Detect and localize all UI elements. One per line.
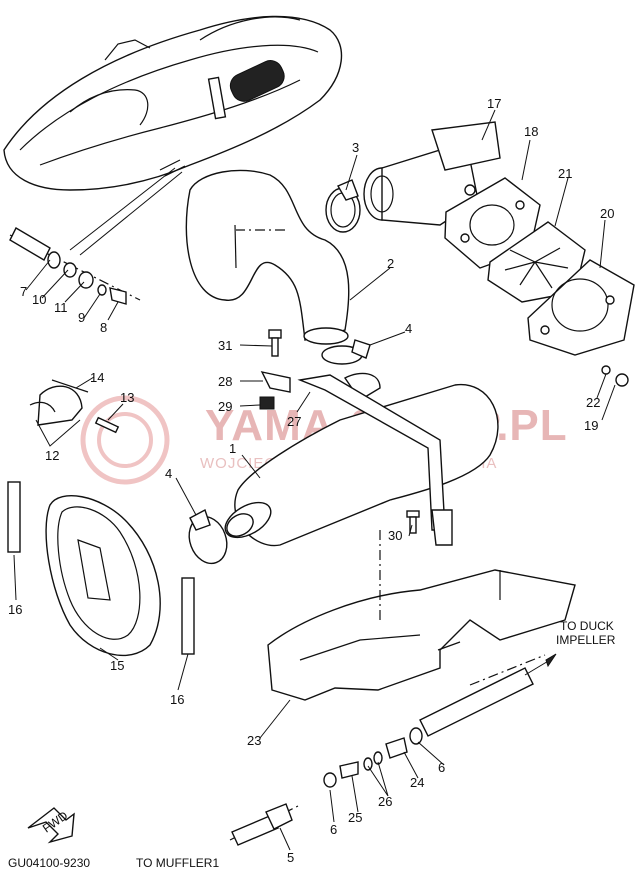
damper-16-left <box>7 481 21 553</box>
diagram-code: GU04100-9230 <box>8 856 90 870</box>
callout-13: 13 <box>120 390 134 405</box>
callout-6-left: 6 <box>330 822 337 837</box>
callout-26: 26 <box>378 794 392 809</box>
callout-1: 1 <box>229 441 236 456</box>
damper-29 <box>259 396 275 410</box>
callout-23: 23 <box>247 733 261 748</box>
muffler-1 <box>224 372 499 547</box>
callouts: 1 2 3 4 4 5 6 6 7 8 9 10 11 12 13 14 15 … <box>8 96 614 865</box>
callout-20: 20 <box>600 206 614 221</box>
drain-hose-assembly <box>9 227 141 305</box>
callout-28: 28 <box>218 374 232 389</box>
to-muffler-label: TO MUFFLER1 <box>136 856 219 870</box>
callout-6-right: 6 <box>438 760 445 775</box>
callout-4-upper: 4 <box>405 321 412 336</box>
callout-17: 17 <box>487 96 501 111</box>
washer-22 <box>601 365 611 375</box>
callout-14: 14 <box>90 370 104 385</box>
hose-clamp-4-upper <box>321 339 371 365</box>
water-hose-to-impeller <box>419 653 557 737</box>
callout-24: 24 <box>410 775 424 790</box>
clip-assembly <box>29 379 120 434</box>
callout-9: 9 <box>78 310 85 325</box>
callout-15: 15 <box>110 658 124 673</box>
callout-5: 5 <box>287 850 294 865</box>
water-hose-to-muffler <box>231 803 293 846</box>
damper-16-right <box>181 577 195 655</box>
bolt-19 <box>615 373 629 387</box>
impeller-label: IMPELLER <box>556 633 616 647</box>
callout-12: 12 <box>45 448 59 463</box>
callout-10: 10 <box>32 292 46 307</box>
callout-30: 30 <box>388 528 402 543</box>
callout-22: 22 <box>586 395 600 410</box>
callout-25: 25 <box>348 810 362 825</box>
callout-31: 31 <box>218 338 232 353</box>
callout-7: 7 <box>20 284 27 299</box>
callout-29: 29 <box>218 399 232 414</box>
bracket-28 <box>260 371 291 393</box>
callout-11: 11 <box>54 300 68 315</box>
callout-18: 18 <box>524 124 538 139</box>
leader-lines <box>13 109 616 851</box>
jet-ski-illustration <box>3 15 343 191</box>
flange-20 <box>527 259 635 356</box>
muffler-base-23 <box>267 569 576 701</box>
callout-3: 3 <box>352 140 359 155</box>
to-duck-label: TO DUCK <box>560 619 614 633</box>
exhaust-joint-17 <box>363 121 501 226</box>
fwd-arrow-icon: FWD <box>27 807 75 844</box>
callout-8: 8 <box>100 320 107 335</box>
callout-19: 19 <box>584 418 598 433</box>
callout-16-left: 16 <box>8 602 22 617</box>
exhaust-pipe-2 <box>185 169 350 345</box>
rubber-sleeve-15 <box>45 495 161 657</box>
fittings <box>323 727 423 788</box>
hose-clamp-3 <box>325 179 361 233</box>
callout-2: 2 <box>387 256 394 271</box>
callout-4-lower: 4 <box>165 466 172 481</box>
hose-clamp-4-lower <box>188 508 228 565</box>
callout-16-right: 16 <box>170 692 184 707</box>
bolt-31 <box>268 329 282 357</box>
callout-21: 21 <box>558 166 572 181</box>
bolt-30 <box>406 510 420 534</box>
callout-27: 27 <box>287 414 301 429</box>
